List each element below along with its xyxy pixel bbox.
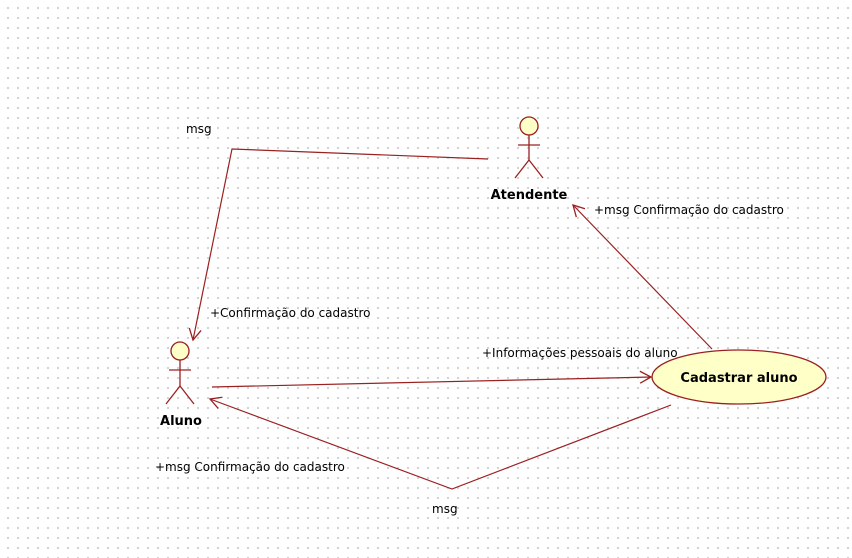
actor-right-leg (528, 159, 544, 179)
usecase-cadastrar-aluno[interactable]: Cadastrar aluno (651, 349, 827, 405)
usecase-cadastrar-aluno-label: Cadastrar aluno (680, 371, 797, 386)
association-aluno-cadastrar[interactable] (211, 370, 653, 388)
actor-atendente[interactable]: Atendente (491, 116, 568, 203)
actor-head-icon (170, 341, 190, 361)
message-confirm-aluno: +Confirmação do cadastro (210, 306, 370, 320)
message-confirm-atendente: +msg Confirmação do cadastro (594, 203, 784, 217)
message-msg-bottom: msg (432, 502, 458, 516)
actor-head-icon (519, 116, 539, 136)
association-cadastrar-atendente[interactable] (572, 204, 713, 350)
association-cadastrar-aluno[interactable] (208, 396, 672, 490)
usecase-ellipse (651, 349, 827, 405)
actor-left-leg (514, 159, 530, 179)
message-msg-confirm-aluno: +msg Confirmação do cadastro (155, 460, 345, 474)
association-atendente-aluno[interactable] (188, 148, 489, 342)
actor-right-leg (179, 385, 195, 405)
message-info-pessoais: +Informações pessoais do aluno (482, 346, 678, 360)
actor-left-leg (165, 385, 181, 405)
message-msg-top: msg (186, 122, 212, 136)
actor-aluno-label: Aluno (160, 414, 202, 429)
actor-aluno[interactable]: Aluno (160, 341, 202, 429)
actor-atendente-label: Atendente (491, 188, 568, 203)
